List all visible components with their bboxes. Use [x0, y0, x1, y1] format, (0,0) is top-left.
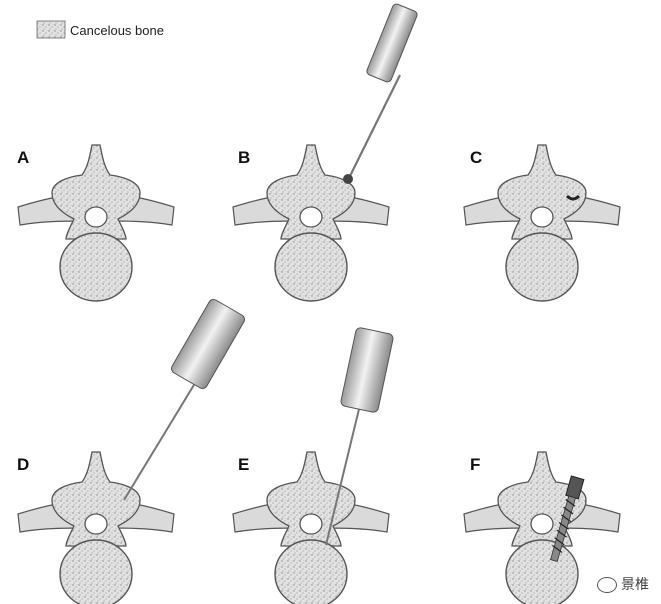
- watermark: 景椎: [597, 574, 649, 594]
- watermark-text: 景椎: [621, 577, 649, 593]
- cancellous-bone-swatch-icon: [36, 20, 66, 39]
- vertebra-c: [463, 144, 621, 302]
- panel-c: C: [463, 144, 621, 302]
- vertebra-a: [17, 144, 175, 302]
- vertebra-b: [232, 144, 390, 302]
- panel-letter-c: C: [470, 148, 482, 167]
- needle-shaft-d: [123, 374, 201, 501]
- entry-point-mark: [565, 194, 581, 201]
- panel-letter-b: B: [238, 148, 250, 167]
- panel-letter-a: A: [17, 148, 29, 167]
- panel-f: F: [463, 451, 621, 604]
- needle-shaft-e: [325, 404, 361, 546]
- needle-handle-e: [340, 327, 394, 413]
- wechat-icon: [597, 577, 617, 593]
- panel-a: A: [17, 144, 175, 302]
- needle-handle-d: [171, 298, 245, 390]
- panel-letter-d: D: [17, 455, 29, 474]
- probe-ball-tip: [343, 174, 353, 184]
- panel-e: E: [232, 327, 394, 604]
- panel-letter-e: E: [238, 455, 249, 474]
- probe-shaft: [349, 74, 401, 177]
- panel-b: B: [232, 3, 418, 302]
- legend-label: Cancelous bone: [70, 23, 164, 38]
- panel-letter-f: F: [470, 455, 480, 474]
- probe-handle: [366, 3, 418, 83]
- vertebra-d: [17, 451, 175, 604]
- panel-d: D: [17, 298, 245, 604]
- pedicle-screw: [550, 475, 585, 562]
- vertebra-e: [232, 451, 390, 604]
